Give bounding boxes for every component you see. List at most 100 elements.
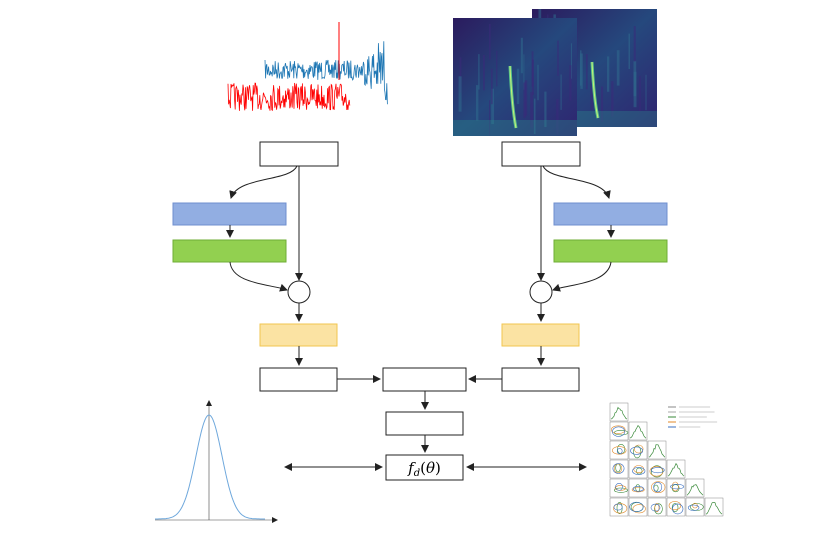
- corner-plot-contour: [654, 503, 663, 515]
- spectrogram-texture: [533, 98, 536, 134]
- corner-plot-contour: [632, 467, 646, 475]
- spectrogram-texture: [537, 64, 539, 101]
- spectrogram-texture: [516, 68, 520, 105]
- spectrogram-texture: [489, 24, 491, 60]
- right-branch-curve-down: [542, 165, 611, 199]
- corner-plot-contour: [668, 501, 682, 511]
- corner-plot-contour: [613, 503, 623, 511]
- spectrogram-texture: [645, 74, 647, 111]
- corner-plot-cell: [628, 459, 648, 479]
- corner-plot-contour: [687, 504, 700, 511]
- corner-plot-cell: [647, 459, 667, 479]
- spectrogram-front: [453, 18, 577, 136]
- formula-sub: d: [414, 468, 420, 479]
- middle-box: [385, 411, 464, 436]
- spectrogram-texture: [483, 54, 485, 91]
- corner-plot-contour: [612, 463, 625, 474]
- corner-plot-contour: [650, 465, 663, 478]
- corner-plot-contour: [629, 501, 644, 512]
- corner-plot-contour: [631, 487, 645, 493]
- corner-plot-cell: [685, 497, 705, 517]
- spectrogram-texture: [489, 100, 491, 136]
- spectrogram-texture: [490, 68, 493, 105]
- left-output-box: [259, 367, 338, 392]
- spectrogram-texture: [544, 91, 547, 127]
- corner-plot-marginal: [610, 406, 628, 420]
- corner-plot-cell: [628, 497, 648, 517]
- right-merge-curve: [552, 261, 612, 292]
- spectrogram-texture: [496, 50, 498, 87]
- spectrogram-texture: [633, 60, 637, 97]
- corner-plot-cell: [609, 459, 629, 479]
- spectrogram-texture: [523, 54, 525, 90]
- left-input-box: [259, 141, 339, 167]
- right-encoder-blue-block: [553, 202, 668, 226]
- left-norm-yellow-block: [259, 323, 338, 347]
- corner-plot-contour: [654, 503, 660, 513]
- corner-plot-cell: [628, 440, 648, 460]
- prior-density-curve: [155, 414, 265, 520]
- corner-plot-marginal: [686, 484, 704, 496]
- spectrogram-texture: [520, 37, 523, 74]
- corner-plot-cell: [685, 478, 705, 498]
- corner-plot-cell: [609, 402, 629, 422]
- corner-plot-marginal: [667, 462, 685, 477]
- spectrogram-texture: [607, 56, 610, 92]
- corner-plot-marginal: [629, 425, 647, 439]
- right-output-box: [501, 367, 580, 392]
- waveform-red-trace: [227, 82, 351, 112]
- corner-plot-contour: [633, 444, 644, 454]
- right-encoder-green-block: [553, 239, 668, 263]
- left-encoder-green-block: [172, 239, 287, 263]
- corner-plot-cell: [647, 440, 667, 460]
- corner-plot-contour: [614, 485, 627, 491]
- formula-theta: θ: [426, 459, 435, 477]
- spectrogram-texture: [601, 86, 604, 122]
- spectrogram-texture: [580, 53, 583, 89]
- spectrogram-texture: [523, 82, 527, 118]
- flow-formula: fd(θ): [407, 459, 441, 479]
- right-input-box: [501, 141, 581, 167]
- spectrogram-texture: [611, 81, 614, 117]
- spectrogram-texture: [531, 59, 534, 95]
- corner-plot-cell: [666, 478, 686, 498]
- corner-plot-icon: [609, 402, 724, 517]
- spectrogram-texture: [458, 76, 462, 112]
- formula-f: f: [407, 459, 416, 477]
- spectrogram-texture: [556, 99, 559, 135]
- gaussian-prior-plot-icon: [155, 400, 278, 523]
- corner-plot-contour: [671, 503, 679, 512]
- corner-plot-contour: [632, 485, 644, 492]
- corner-plot-contour: [649, 466, 664, 477]
- corner-plot-cell: [628, 421, 648, 441]
- spectrogram-texture: [476, 85, 479, 121]
- time-series-waveform-icon: [227, 22, 388, 112]
- corner-plot-contour: [651, 481, 666, 494]
- corner-plot-contour: [613, 503, 628, 514]
- spectrogram-texture: [491, 88, 494, 125]
- spectrogram-texture: [478, 54, 480, 90]
- corner-plot-contour: [615, 482, 623, 491]
- corner-plot-contour: [650, 467, 665, 474]
- spectrogram-texture: [560, 74, 562, 110]
- corner-plot-contour: [616, 448, 623, 455]
- flow-box: [385, 454, 464, 481]
- spectrogram-texture: [557, 40, 559, 76]
- spectrogram-texture: [569, 65, 572, 101]
- corner-plot-contour: [635, 467, 643, 475]
- waveform-blue-trace: [264, 41, 388, 105]
- left-sum-node: [287, 280, 311, 304]
- spectrogram-texture: [580, 50, 582, 86]
- spectrogram-texture: [570, 43, 572, 79]
- left-encoder-blue-block: [172, 202, 287, 226]
- spectrogram-texture: [628, 33, 630, 69]
- corner-plot-contour: [610, 425, 626, 434]
- corner-plot-marginal: [705, 501, 723, 515]
- corner-plot-marginal: [648, 444, 666, 458]
- right-norm-yellow-block: [501, 323, 580, 347]
- corner-plot-contour: [614, 487, 628, 493]
- corner-plot-contour: [650, 503, 661, 512]
- corner-plot-cell: [628, 478, 648, 498]
- corner-plot-contour: [653, 482, 663, 493]
